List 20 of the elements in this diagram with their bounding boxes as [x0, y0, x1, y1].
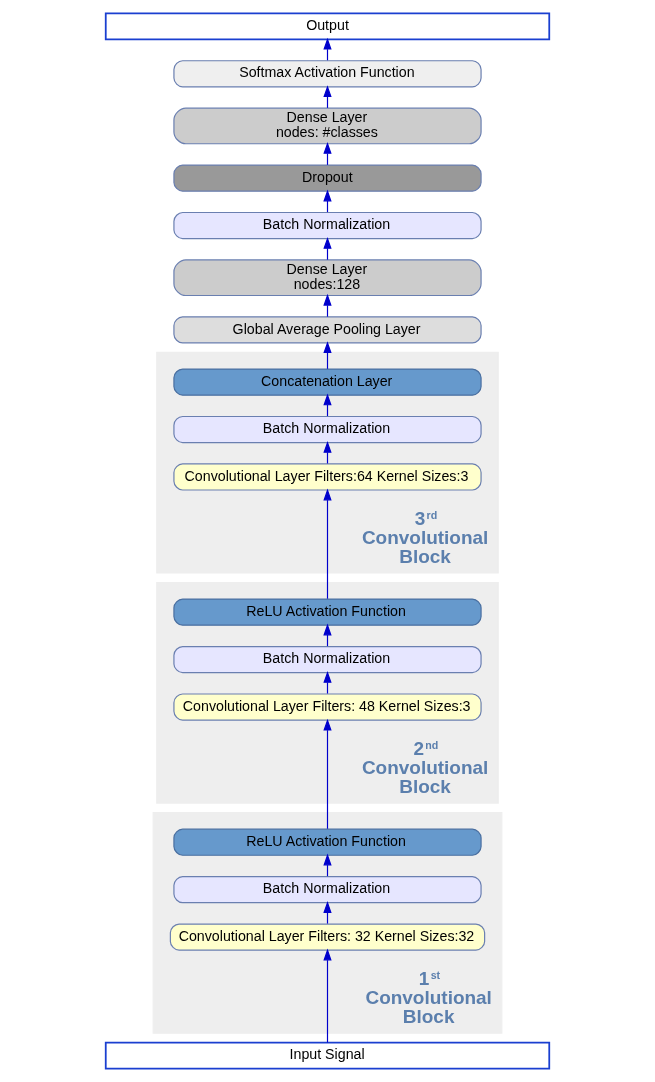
arrow [323, 488, 332, 600]
node-box: Dense Layer nodes: #classes [173, 107, 482, 145]
arrow [323, 718, 332, 830]
node-box: ReLU Activation Function [173, 828, 482, 856]
node-box: Batch Normalization [173, 876, 482, 904]
node-box: Output [104, 12, 551, 41]
node-box: Convolutional Layer Filters: 48 Kernel Sizes:3 [173, 693, 482, 721]
node-box: Concatenation Layer [173, 368, 482, 396]
node-box: Input Signal [104, 1041, 551, 1070]
node-box: Convolutional Layer Filters:64 Kernel Sizes:3 [173, 463, 482, 491]
node-box: Convolutional Layer Filters: 32 Kernel Sizes:32 [169, 923, 486, 951]
node-box: Global Average Pooling Layer [173, 316, 482, 344]
arrow [323, 948, 332, 1044]
node-box: Dense Layer nodes:128 [173, 259, 482, 297]
node-box: Batch Normalization [173, 415, 482, 444]
node-box: Batch Normalization [173, 211, 482, 240]
node-box: Batch Normalization [173, 645, 482, 674]
node-box: Softmax Activation Function [173, 60, 482, 88]
node-box: ReLU Activation Function [173, 598, 482, 626]
node-box: Dropout [173, 164, 482, 192]
